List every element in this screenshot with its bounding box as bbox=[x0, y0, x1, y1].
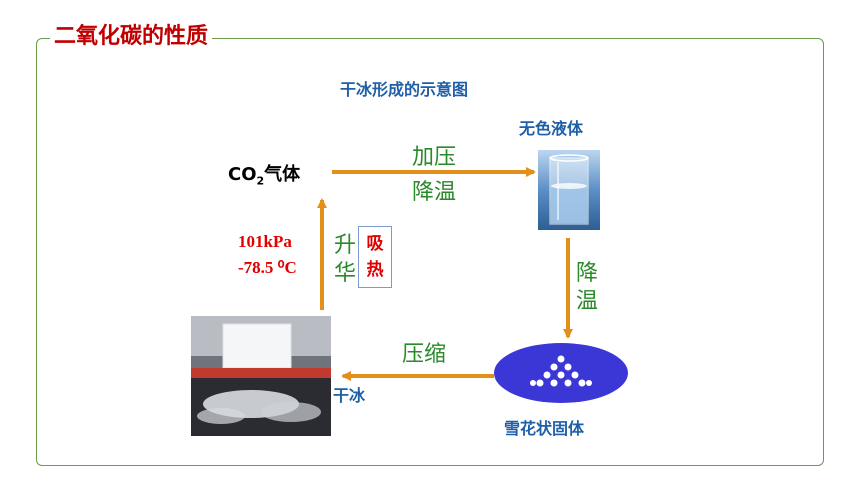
dry-ice-photo bbox=[191, 316, 331, 436]
co2-subscript: 2 bbox=[256, 174, 265, 188]
condition-temperature: -78.5 ⁰C bbox=[238, 258, 297, 277]
page-title: 二氧化碳的性质 bbox=[50, 22, 213, 52]
absorb-heat-box: 吸热 bbox=[358, 226, 392, 288]
edge-label-cool-2: 降温 bbox=[576, 261, 599, 314]
co2-gas-label: CO2气体 bbox=[228, 160, 300, 188]
condition-pressure: 101kPa bbox=[238, 232, 292, 251]
dry-ice-icon bbox=[191, 316, 331, 436]
beaker-image bbox=[538, 150, 600, 230]
edge-label-compress: 压缩 bbox=[402, 342, 447, 367]
co2-main: CO bbox=[228, 164, 257, 185]
solid-label: 雪花状固体 bbox=[504, 419, 585, 438]
liquid-label: 无色液体 bbox=[519, 119, 584, 138]
edge-label-sublimation: 升华 bbox=[334, 233, 357, 286]
co2-suffix: 气体 bbox=[264, 164, 301, 185]
content-frame bbox=[36, 38, 824, 466]
snowflake-pile-icon bbox=[530, 355, 592, 387]
diagram-subtitle: 干冰形成的示意图 bbox=[340, 80, 469, 99]
snow-solid-ellipse bbox=[494, 343, 628, 403]
edge-label-pressurize: 加压 bbox=[412, 145, 457, 170]
edge-label-cool-1: 降温 bbox=[412, 180, 457, 205]
beaker-icon bbox=[549, 154, 589, 225]
